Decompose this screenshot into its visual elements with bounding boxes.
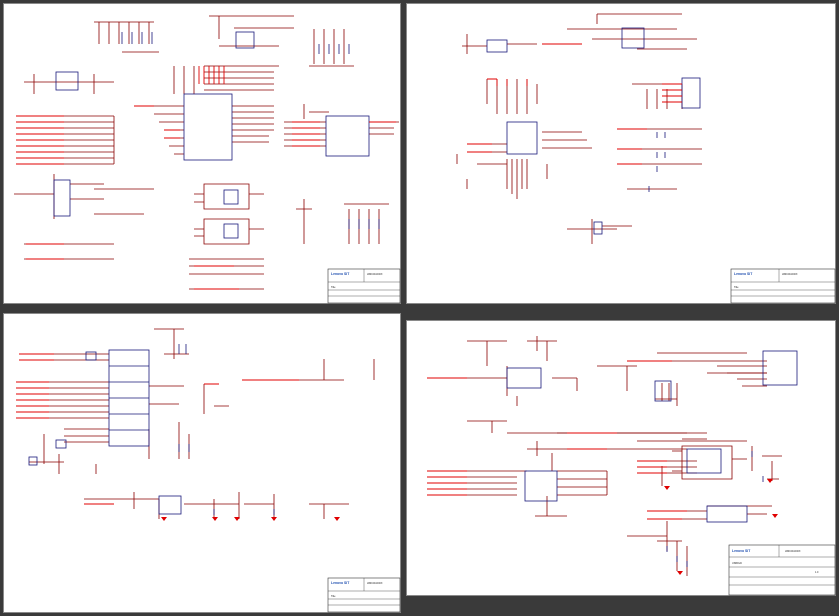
- sheet-3-title: Title: [331, 595, 336, 598]
- sheet-1-company-logo: Lenovo SIT: [331, 272, 350, 276]
- sheet-2-doc-code: LB0C00-D00X: [782, 273, 798, 276]
- sheet-4-doc-code: LB0C00-D00X: [785, 550, 801, 553]
- schematic-sheet-4[interactable]: Lenovo SIT LB0C00-D00X USBOLD 1.0: [406, 320, 836, 596]
- sheet-3-company-logo: Lenovo SIT: [331, 581, 350, 585]
- schematic-sheet-2[interactable]: Lenovo SIT LB0C00-D00X Title: [406, 3, 836, 304]
- sheet-1-doc-code: LB0C00-D00X: [367, 273, 383, 276]
- schematic-sheet-3[interactable]: Lenovo SIT LB0C00-D00X Title: [3, 313, 401, 613]
- sheet-3-drawing: Lenovo SIT LB0C00-D00X Title: [16, 328, 401, 613]
- sheet-2-company-logo: Lenovo SIT: [734, 272, 753, 276]
- sheet-4-company-logo: Lenovo SIT: [732, 549, 751, 553]
- sheet-1-title: Title: [331, 286, 336, 289]
- sheet-4-rev: 1.0: [815, 571, 819, 574]
- sheet-2-drawing: Lenovo SIT LB0C00-D00X Title: [456, 13, 836, 304]
- schematic-sheet-1[interactable]: Lenovo SIT LB0C00-D00X Title: [3, 3, 401, 304]
- sheet-3-doc-code: LB0C00-D00X: [367, 582, 383, 585]
- sheet-4-title: USBOLD: [732, 562, 742, 565]
- sheet-4-drawing: Lenovo SIT LB0C00-D00X USBOLD 1.0: [427, 336, 836, 596]
- sheet-1-drawing: Lenovo SIT LB0C00-D00X Title: [14, 15, 401, 304]
- sheet-2-title: Title: [734, 286, 739, 289]
